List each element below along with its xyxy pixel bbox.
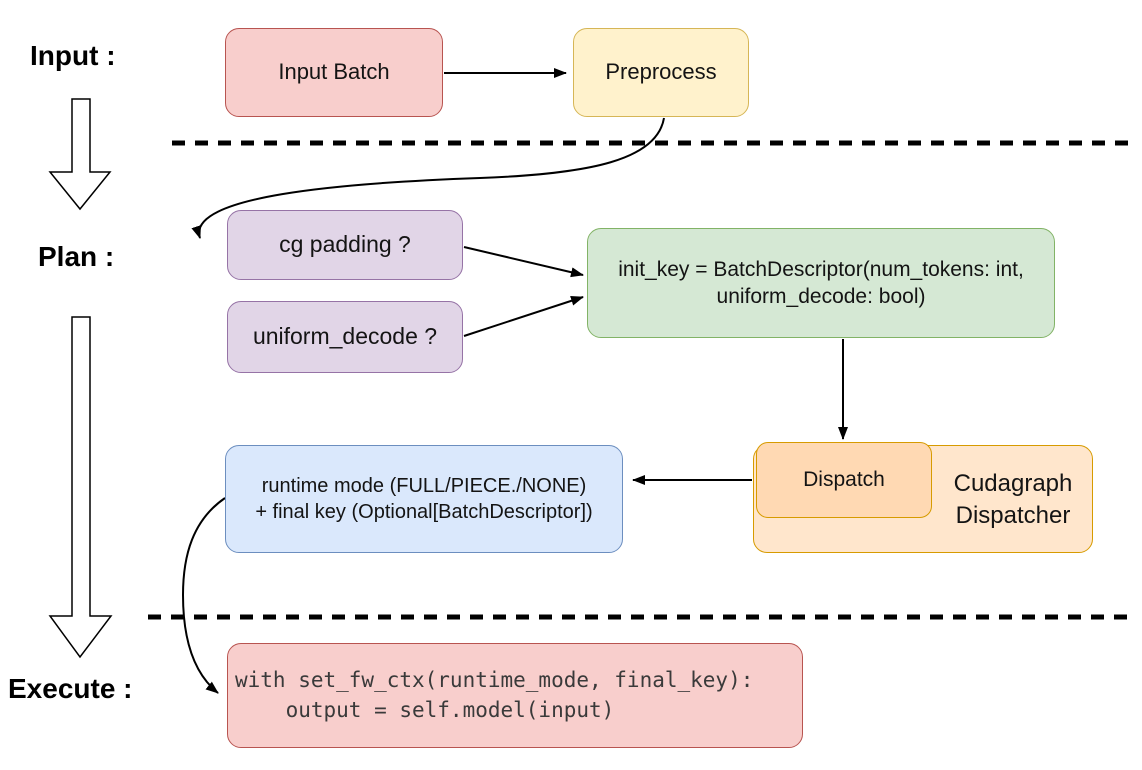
node-dispatch-label: Dispatch: [803, 468, 885, 492]
node-init-key: init_key = BatchDescriptor(num_tokens: i…: [587, 228, 1055, 338]
arrow-runtime-to-execute-code: [181, 497, 226, 694]
node-input-batch: Input Batch: [225, 28, 443, 117]
stage-label-plan: Plan :: [38, 241, 115, 272]
node-uniform-decode: uniform_decode ?: [227, 301, 463, 373]
node-cg-padding-label: cg padding ?: [279, 231, 411, 258]
node-preprocess-label: Preprocess: [605, 59, 717, 85]
node-dispatch: Dispatch: [756, 442, 932, 518]
node-cudagraph-dispatcher-label: Cudagraph Dispatcher: [933, 468, 1093, 533]
flow-arrow-input-to-plan-icon: [48, 98, 112, 211]
flow-arrow-plan-to-execute-icon: [48, 316, 113, 659]
node-runtime-result-line1: runtime mode (FULL/PIECE./NONE): [261, 475, 587, 497]
node-input-batch-label: Input Batch: [278, 59, 390, 85]
node-cg-padding: cg padding ?: [227, 210, 463, 280]
node-preprocess: Preprocess: [573, 28, 749, 117]
cudagraph-label-line2: Dispatcher: [955, 502, 1071, 530]
execute-code-line2: output = self.model(input): [235, 697, 615, 722]
execute-code-line1: with set_fw_ctx(runtime_mode, final_key)…: [235, 667, 754, 692]
stage-label-input: Input :: [30, 40, 116, 71]
node-runtime-result: runtime mode (FULL/PIECE./NONE) + final …: [225, 445, 623, 553]
node-init-key-line2: uniform_decode: bool): [716, 285, 926, 308]
arrow-cgpadding-to-initkey: [463, 246, 584, 278]
node-execute-code: with set_fw_ctx(runtime_mode, final_key)…: [227, 643, 803, 748]
node-uniform-decode-label: uniform_decode ?: [252, 323, 438, 350]
arrow-uniformdecode-to-initkey: [463, 295, 584, 337]
node-init-key-line1: init_key = BatchDescriptor(num_tokens: i…: [618, 257, 1024, 281]
cudagraph-label-line1: Cudagraph: [953, 470, 1073, 497]
stage-label-execute: Execute :: [8, 673, 133, 704]
arrow-preprocess-to-cgpadding: [191, 117, 665, 239]
node-runtime-result-line2: + final key (Optional[BatchDescriptor]): [255, 501, 593, 523]
